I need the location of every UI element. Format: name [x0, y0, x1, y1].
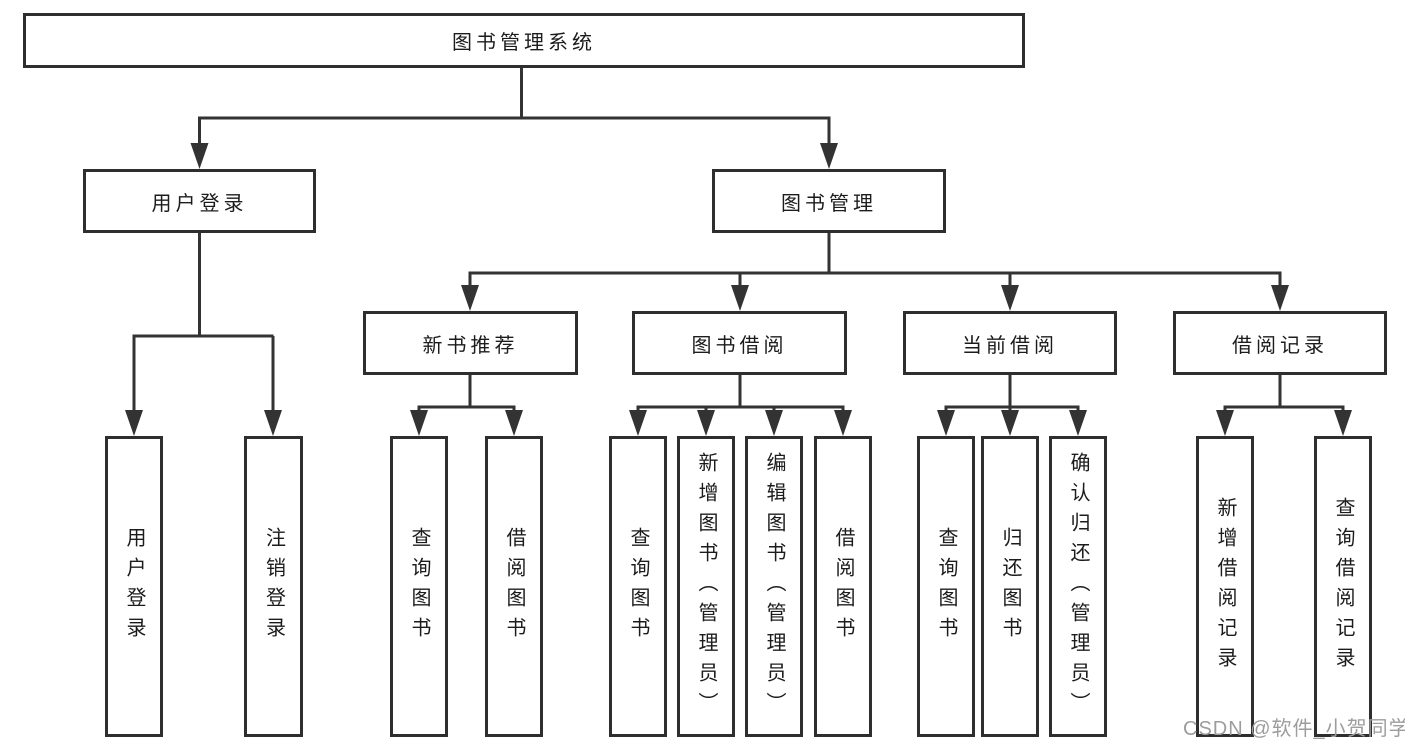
- node-book-borrowing: 图书借阅: [632, 311, 847, 375]
- leaf-add-borrow-record-label: 新增借阅记录: [1214, 496, 1236, 677]
- leaf-return-books: 归还图书: [981, 436, 1039, 737]
- csdn-watermark: CSDN @软件_小贺同学: [1183, 718, 1405, 740]
- node-user-login: 用户登录: [83, 169, 316, 233]
- leaf-user-login-label: 用户登录: [123, 526, 145, 647]
- leaf-confirm-return-admin-label: 确认归还（管理员）: [1067, 451, 1089, 722]
- leaf-query-borrow-record: 查询借阅记录: [1314, 436, 1372, 737]
- leaf-borrow-books-recommend: 借阅图书: [485, 436, 543, 737]
- node-new-book-recommendation: 新书推荐: [363, 311, 578, 375]
- leaf-borrow-books-label: 借阅图书: [832, 526, 854, 647]
- leaf-user-login: 用户登录: [105, 436, 163, 737]
- leaf-query-books-current-label: 查询图书: [935, 526, 957, 647]
- leaf-query-books-borrowing: 查询图书: [609, 436, 667, 737]
- leaf-edit-books-admin-label: 编辑图书（管理员）: [763, 451, 785, 722]
- leaf-edit-books-admin: 编辑图书（管理员）: [745, 436, 803, 737]
- node-book-management: 图书管理: [712, 169, 946, 233]
- leaf-query-books-borrowing-label: 查询图书: [627, 526, 649, 647]
- node-root-library-management-system: 图书管理系统: [23, 13, 1025, 68]
- leaf-query-books-recommend: 查询图书: [390, 436, 448, 737]
- leaf-query-borrow-record-label: 查询借阅记录: [1332, 496, 1354, 677]
- node-borrowing-records: 借阅记录: [1173, 311, 1387, 375]
- leaf-add-books-admin-label: 新增图书（管理员）: [695, 451, 717, 722]
- leaf-logout-label: 注销登录: [262, 526, 285, 647]
- leaf-query-books-recommend-label: 查询图书: [408, 526, 430, 647]
- leaf-logout: 注销登录: [244, 436, 303, 737]
- leaf-query-books-current: 查询图书: [917, 436, 975, 737]
- leaf-borrow-books: 借阅图书: [814, 436, 872, 737]
- leaf-borrow-books-recommend-label: 借阅图书: [503, 526, 525, 647]
- leaf-add-borrow-record: 新增借阅记录: [1196, 436, 1254, 737]
- node-current-borrowing: 当前借阅: [903, 311, 1117, 375]
- leaf-add-books-admin: 新增图书（管理员）: [677, 436, 735, 737]
- leaf-confirm-return-admin: 确认归还（管理员）: [1049, 436, 1107, 737]
- leaf-return-books-label: 归还图书: [999, 526, 1021, 647]
